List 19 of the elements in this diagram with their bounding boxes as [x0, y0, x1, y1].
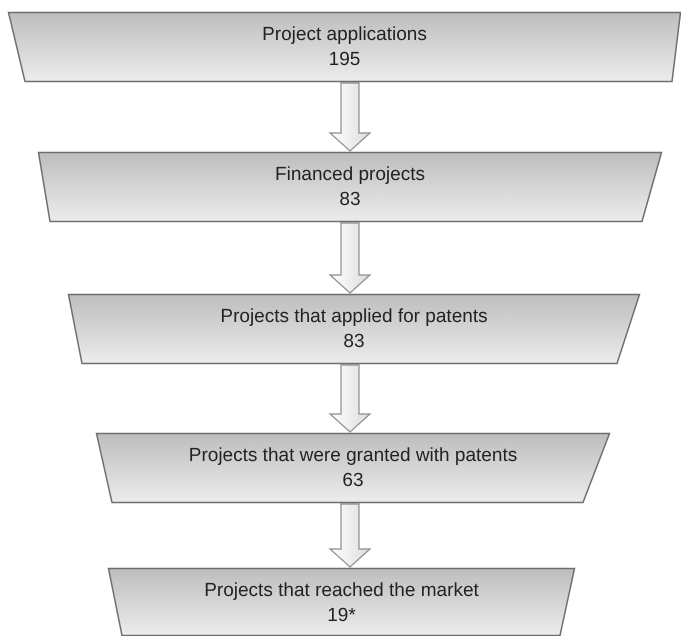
- stage-title: Projects that were granted with patents: [188, 444, 518, 468]
- stage-count: 19*: [326, 604, 357, 628]
- block-arrow: [328, 82, 372, 152]
- stage-count: 83: [342, 330, 366, 354]
- trapezoid-box: [68, 294, 640, 364]
- trapezoid-box: [8, 12, 681, 82]
- trapezoid-box: [96, 433, 610, 503]
- stage-count: 83: [338, 188, 362, 212]
- block-arrow: [328, 222, 372, 294]
- block-arrow: [328, 503, 372, 568]
- stage-title: Projects that reached the market: [203, 579, 480, 603]
- block-arrow: [328, 364, 372, 433]
- stage-count: 63: [341, 469, 365, 493]
- trapezoid-box: [108, 568, 575, 636]
- stage-title: Project applications: [261, 23, 428, 47]
- stage-count: 195: [328, 48, 362, 72]
- trapezoid-box: [38, 152, 662, 222]
- stage-title: Financed projects: [274, 163, 426, 187]
- stage-title: Projects that applied for patents: [219, 305, 489, 329]
